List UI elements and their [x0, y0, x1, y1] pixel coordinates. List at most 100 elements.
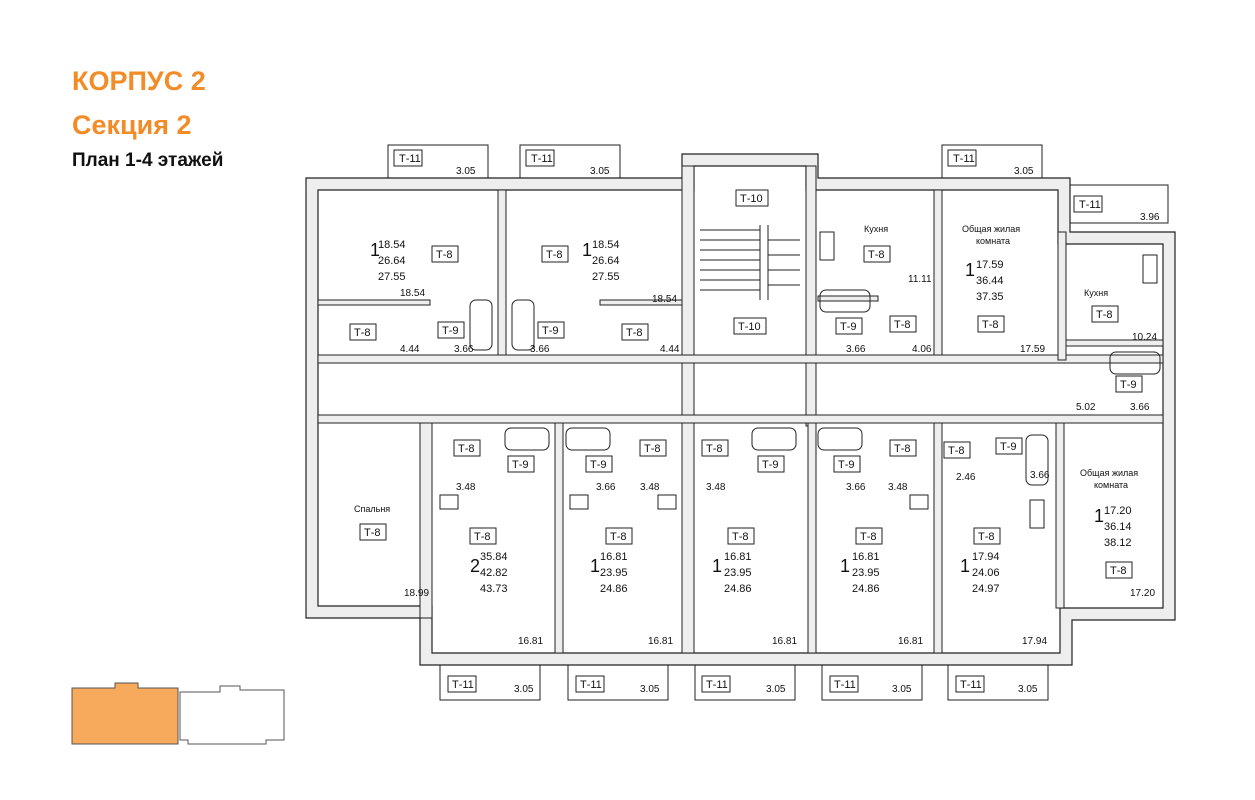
svg-text:3.66: 3.66 [530, 344, 550, 355]
svg-text:17.59: 17.59 [1020, 344, 1045, 355]
tag-t8: Т-8 [1110, 565, 1127, 577]
svg-text:24.86: 24.86 [852, 583, 880, 595]
svg-text:3.66: 3.66 [596, 482, 616, 493]
svg-text:17.20: 17.20 [1130, 588, 1155, 599]
svg-text:11.11: 11.11 [908, 274, 932, 285]
svg-text:26.64: 26.64 [378, 255, 406, 267]
svg-text:35.84: 35.84 [480, 551, 508, 563]
tag-t11: Т-11 [452, 679, 474, 691]
apartment-label: 1 16.81 23.95 24.86 [590, 551, 628, 595]
room-bedroom: Спальня [354, 504, 390, 514]
svg-text:37.35: 37.35 [976, 291, 1004, 303]
svg-text:16.81: 16.81 [724, 551, 752, 563]
svg-text:23.95: 23.95 [724, 567, 752, 579]
tag-t9: Т-9 [590, 459, 607, 471]
section-title: Секция 2 [72, 110, 192, 140]
svg-text:43.73: 43.73 [480, 583, 508, 595]
svg-text:16.81: 16.81 [518, 636, 543, 647]
svg-text:1: 1 [840, 556, 850, 576]
svg-text:3.05: 3.05 [456, 166, 476, 177]
tag-t9: Т-9 [1000, 441, 1017, 453]
room-kitchen: Кухня [1084, 288, 1108, 298]
svg-text:42.82: 42.82 [480, 567, 508, 579]
tag-t11: Т-11 [580, 679, 602, 691]
svg-text:17.20: 17.20 [1104, 505, 1132, 517]
inner-walls [317, 165, 1164, 654]
room-names: Кухня Кухня Общая жилая комната Общая жи… [354, 224, 1138, 514]
svg-text:24.97: 24.97 [972, 583, 1000, 595]
tag-t9: Т-9 [1120, 379, 1137, 391]
tag-t11: Т-11 [960, 679, 982, 691]
tag-t8: Т-8 [644, 443, 661, 455]
svg-text:18.54: 18.54 [378, 239, 406, 251]
tag-t8: Т-8 [706, 443, 723, 455]
tag-t11: Т-11 [399, 153, 421, 165]
svg-text:17.59: 17.59 [976, 259, 1004, 271]
svg-text:36.14: 36.14 [1104, 521, 1132, 533]
svg-text:3.05: 3.05 [892, 684, 912, 695]
apartment-label: 1 16.81 23.95 24.86 [712, 551, 752, 595]
svg-text:16.81: 16.81 [772, 636, 797, 647]
apartment-label: 1 18.54 26.64 27.55 [582, 239, 620, 283]
svg-text:3.48: 3.48 [456, 482, 476, 493]
tag-t9: Т-9 [442, 325, 459, 337]
svg-text:24.06: 24.06 [972, 567, 1000, 579]
room-living-line2: комната [976, 236, 1010, 246]
svg-text:1: 1 [1094, 506, 1104, 526]
building-title: КОРПУС 2 [72, 66, 206, 96]
svg-text:3.66: 3.66 [454, 344, 474, 355]
tag-t8: Т-8 [982, 319, 999, 331]
tag-t8: Т-8 [978, 531, 995, 543]
tag-t8: Т-8 [948, 445, 965, 457]
tag-t9: Т-9 [838, 459, 855, 471]
svg-text:17.94: 17.94 [972, 551, 1000, 563]
svg-text:18.54: 18.54 [400, 288, 425, 299]
svg-text:38.12: 38.12 [1104, 537, 1132, 549]
svg-text:2: 2 [470, 556, 480, 576]
tag-t8: Т-8 [436, 249, 453, 261]
tag-t11: Т-11 [531, 153, 553, 165]
apartment-label: 1 17.59 36.44 37.35 [965, 259, 1004, 303]
svg-text:18.54: 18.54 [592, 239, 620, 251]
svg-text:24.86: 24.86 [724, 583, 752, 595]
bathtubs [469, 289, 1161, 486]
tag-t9: Т-9 [512, 459, 529, 471]
svg-text:24.86: 24.86 [600, 583, 628, 595]
tag-t9: Т-9 [542, 325, 559, 337]
tag-t11: Т-11 [706, 679, 728, 691]
stove-icons [439, 231, 1158, 529]
room-living-line2: комната [1094, 480, 1128, 490]
svg-text:5.02: 5.02 [1076, 402, 1096, 413]
section-2-outline [179, 685, 285, 745]
svg-text:1: 1 [712, 556, 722, 576]
tag-t11: Т-11 [1079, 199, 1101, 211]
svg-text:16.81: 16.81 [600, 551, 628, 563]
svg-text:1: 1 [590, 556, 600, 576]
room-living-line1: Общая жилая [1080, 468, 1138, 478]
section-locator-map [71, 682, 285, 745]
svg-text:3.66: 3.66 [1130, 402, 1150, 413]
tag-t10: Т-10 [740, 193, 763, 205]
svg-text:3.48: 3.48 [706, 482, 726, 493]
svg-text:4.06: 4.06 [912, 344, 932, 355]
svg-text:16.81: 16.81 [898, 636, 923, 647]
tag-t8: Т-8 [732, 531, 749, 543]
tag-t9: Т-9 [840, 321, 857, 333]
svg-text:3.05: 3.05 [766, 684, 786, 695]
apartment-label: 1 16.81 23.95 24.86 [840, 551, 880, 595]
apartment-label: 1 17.20 36.14 38.12 [1094, 505, 1132, 549]
svg-text:4.44: 4.44 [400, 344, 420, 355]
tag-t11: Т-11 [834, 679, 856, 691]
tag-t8: Т-8 [626, 327, 643, 339]
svg-text:23.95: 23.95 [600, 567, 628, 579]
type-tags: Т-11 Т-11 Т-11 Т-11 Т-10 Т-10 Т-8 Т-8 Т-… [349, 149, 1143, 693]
svg-text:3.96: 3.96 [1140, 212, 1160, 223]
tag-t8: Т-8 [364, 527, 381, 539]
tag-t8: Т-8 [546, 249, 563, 261]
svg-text:4.44: 4.44 [660, 344, 680, 355]
svg-text:18.99: 18.99 [404, 588, 429, 599]
svg-text:3.05: 3.05 [640, 684, 660, 695]
svg-text:18.54: 18.54 [652, 294, 677, 305]
svg-text:16.81: 16.81 [852, 551, 880, 563]
svg-text:16.81: 16.81 [648, 636, 673, 647]
